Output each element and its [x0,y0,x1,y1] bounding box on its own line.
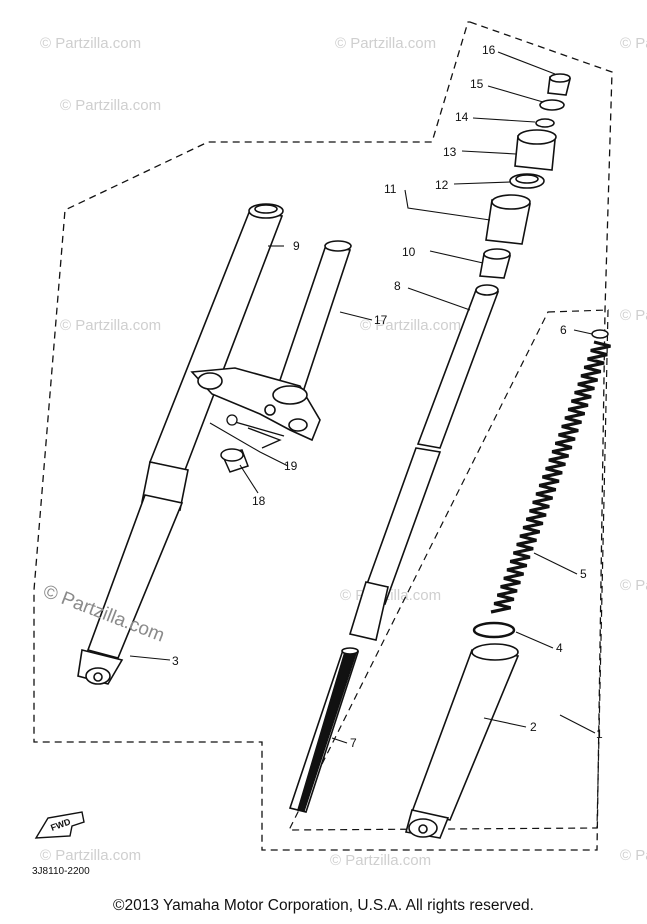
watermark: © Partzilla.com [40,35,141,52]
part-label-8: 8 [394,279,401,293]
part-label-7: 7 [350,736,357,750]
part-label-4: 4 [556,641,563,655]
part-labels: 16 15 14 13 12 11 10 9 8 17 6 5 4 2 1 7 … [172,43,603,750]
watermark: © Partzilla.com [330,852,431,869]
part-label-13: 13 [443,145,457,159]
watermark: © Partzilla.com [360,317,461,334]
fork-spring-5 [490,340,611,614]
spacer-6 [591,329,609,339]
watermark: © Partzilla.com [60,97,161,114]
top-parts-stack [479,73,572,279]
watermark: © Partzilla.com [40,847,141,864]
diagram-code: 3J8110-2200 [32,866,90,877]
assembly-outline [33,21,613,851]
fork-tube-8 [348,284,500,641]
part-label-2: 2 [530,720,537,734]
part-label-9: 9 [293,239,300,253]
part-label-14: 14 [455,110,469,124]
part-label-1: 1 [596,727,603,741]
part-label-11: 11 [384,182,397,196]
under-bracket [190,367,321,442]
part-label-12: 12 [435,178,449,192]
clip-19 [226,414,285,449]
subassembly-outline [288,309,609,831]
leader-lines [129,51,596,744]
watermark: © Partzilla.com [620,847,647,864]
watermark: © Partzilla.com [60,317,161,334]
watermark: © Partzilla.com [620,577,647,594]
bolt-18 [220,448,249,473]
copyright-notice: ©2013 Yamaha Motor Corporation, U.S.A. A… [113,897,534,914]
watermark: © Partzilla.com [620,35,647,52]
fwd-arrow-icon: FWD [34,811,85,839]
part-label-15: 15 [470,77,484,91]
watermark: © Partzilla.com [620,307,647,324]
part-label-6: 6 [560,323,567,337]
part-label-10: 10 [402,245,416,259]
part-label-17: 17 [374,313,388,327]
inner-tube-17 [276,240,352,393]
damper-rod-7 [288,647,360,813]
watermark: © Partzilla.com [335,35,436,52]
part-label-3: 3 [172,654,179,668]
left-fork-tube [77,203,284,685]
outer-tube-2 [404,643,520,839]
part-label-5: 5 [580,567,587,581]
seal-ring-4 [472,621,516,639]
part-label-18: 18 [252,494,266,508]
part-label-19: 19 [284,459,298,473]
part-label-16: 16 [482,43,496,57]
